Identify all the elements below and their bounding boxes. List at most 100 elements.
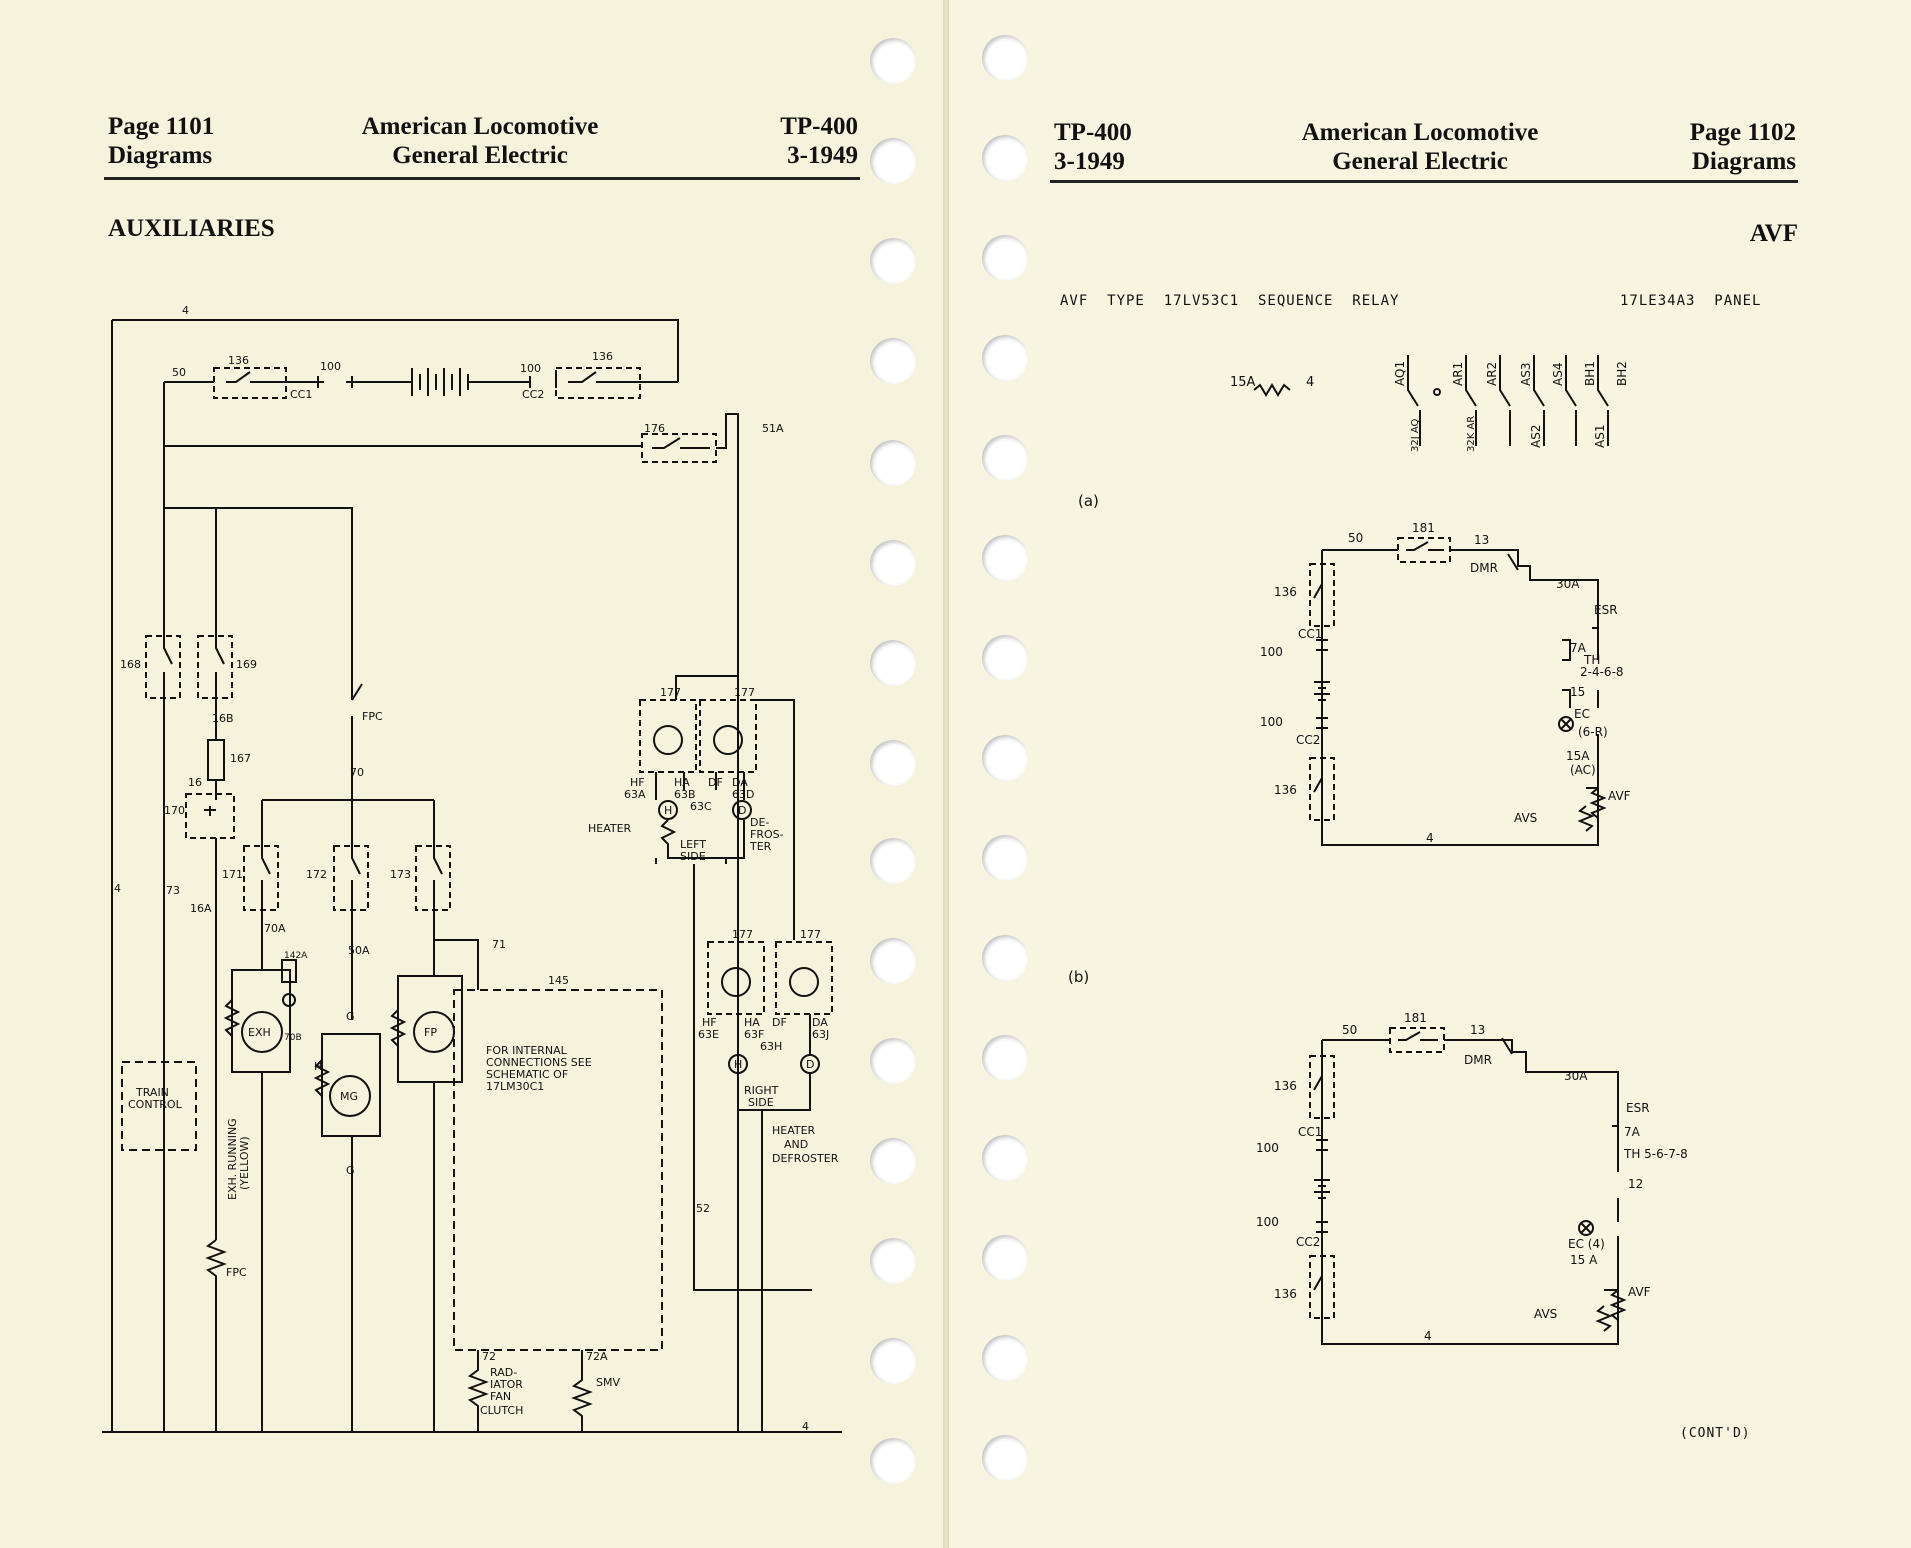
label-wire-100-right: 100 [520, 362, 541, 375]
right-doc-id: TP-400 3-1949 [1054, 118, 1132, 176]
ca-ec: EC [1574, 707, 1590, 721]
label-res-70b: 70B [284, 1033, 302, 1043]
relay-136-box-right [555, 367, 641, 399]
ca-relay-136-bottom: 136 [1274, 783, 1297, 797]
circuit-b-resistor-avs [1595, 1305, 1613, 1332]
binder-hole [870, 1438, 916, 1484]
label-fp: FP [424, 1026, 437, 1039]
wire-heater-feed [675, 675, 738, 700]
ca-wire-30a: 30A [1556, 577, 1580, 591]
lamp-70b [282, 993, 296, 1007]
legend-contact-ar2: AR2 [1485, 362, 1499, 386]
label-fpc-resistor: FPC [226, 1266, 247, 1279]
label-cc1: CC1 [290, 388, 312, 401]
wire-upper-branch [164, 507, 353, 700]
cb-th: TH 5-6-7-8 [1623, 1147, 1688, 1161]
ca-ec-num: (6-R) [1578, 725, 1608, 739]
left-doc-id-line1: TP-400 [780, 113, 858, 140]
circuit-a-contact-7a [1562, 639, 1571, 708]
binder-hole [982, 935, 1028, 981]
label-heater-defroster-2: AND [784, 1138, 808, 1151]
ca-cc1: CC1 [1298, 627, 1322, 641]
cb-dmr: DMR [1464, 1053, 1492, 1067]
binder-hole [870, 740, 916, 786]
right-page-number-line1: Page 1102 [1689, 119, 1796, 146]
legend-contact-as2: AS2 [1529, 425, 1543, 448]
label-wire-71: 71 [492, 938, 506, 951]
label-relay-172: 172 [306, 868, 327, 881]
label-relay-177-3: 177 [732, 928, 753, 941]
relay-177-dial-4 [789, 967, 819, 997]
contact-100-cc1 [317, 376, 353, 388]
binder-hole [870, 938, 916, 984]
cb-relay-136-top: 136 [1274, 1079, 1297, 1093]
label-wire-16a: 16A [190, 902, 212, 915]
left-doc-id: TP-400 3-1949 [740, 112, 858, 170]
auxiliaries-schematic-labels: 4 50 136 100 CC1 100 CC2 136 176 51A 168… [114, 304, 839, 1433]
label-relay-176: 176 [644, 422, 665, 435]
label-wire-16: 16 [188, 776, 202, 789]
left-company-line2: General Electric [392, 142, 568, 169]
battery [402, 368, 478, 396]
label-fpc-switch: FPC [362, 710, 383, 723]
continued-note: (CONT'D) [1680, 1426, 1751, 1441]
binder-hole [982, 135, 1028, 181]
mg-field [313, 1059, 331, 1097]
binder-hole [982, 735, 1028, 781]
legend-contact-32j-aq: 32J AQ [1410, 418, 1421, 452]
label-ha-63f-1: HA [744, 1016, 760, 1029]
cb-relay-181: 181 [1404, 1011, 1427, 1025]
relay-170-box [185, 793, 235, 839]
binder-hole [870, 1238, 916, 1284]
circuit-a-contact-esr [1592, 606, 1599, 640]
left-page-number: Page 1101 Diagrams [108, 112, 214, 170]
circuit-a-relay-136-top-box [1309, 563, 1335, 627]
part-a-label: (a) [1078, 492, 1099, 510]
circuit-a-loop [1321, 549, 1599, 846]
binder-hole [870, 838, 916, 884]
relay-type-subtitle: AVF TYPE 17LV53C1 SEQUENCE RELAY [1060, 293, 1400, 309]
label-exh-running-2: (YELLOW) [238, 1136, 251, 1190]
contact-open-dot [1433, 388, 1441, 396]
label-defroster-1: DE- [750, 816, 769, 829]
label-defroster-2: FROS- [750, 828, 784, 841]
left-page-number-line1: Page 1101 [108, 113, 215, 140]
right-page [947, 0, 1911, 1548]
cb-cc1: CC1 [1298, 1125, 1322, 1139]
legend-contact-bh1: BH1 [1583, 361, 1597, 386]
label-ha-63b-2: 63B [674, 788, 696, 801]
circuit-b-lamp-cross [1580, 1222, 1592, 1234]
label-df-63c-1: DF [708, 776, 723, 789]
label-h-right: H [734, 1058, 742, 1071]
label-heater: HEATER [588, 822, 632, 835]
label-hf-63a-1: HF [630, 776, 645, 789]
label-wire-70a: 70A [264, 922, 286, 935]
label-internal-note-2: CONNECTIONS SEE [486, 1056, 592, 1069]
cb-wire-30a: 30A [1564, 1069, 1588, 1083]
relay-177-dial-2 [713, 725, 743, 755]
defroster-left [732, 800, 752, 820]
binder-hole [982, 1435, 1028, 1481]
circuit-a-contact-136-top [1313, 566, 1323, 624]
ca-ac: (AC) [1570, 763, 1596, 777]
label-h-left: H [664, 804, 672, 817]
cb-wire-100-top: 100 [1256, 1141, 1279, 1155]
binder-hole [982, 835, 1028, 881]
cb-wire-100-bottom: 100 [1256, 1215, 1279, 1229]
mg-motor-circle [329, 1075, 371, 1117]
legend-label-15a: 15A [1230, 375, 1256, 390]
wire-left-side [655, 819, 745, 864]
legend-resistor [1253, 383, 1291, 397]
ca-wire-100-top: 100 [1260, 645, 1283, 659]
label-df-63c-2: 63C [690, 800, 712, 813]
heater-left [658, 800, 678, 820]
label-radiator-2: IATOR [490, 1378, 523, 1391]
binder-hole [982, 35, 1028, 81]
exh-frame [231, 910, 291, 1073]
binder-hole [870, 1038, 916, 1084]
binder-hole [982, 1335, 1028, 1381]
label-right-side-2: SIDE [748, 1096, 774, 1109]
label-relay-173: 173 [390, 868, 411, 881]
label-relay-136-left: 136 [228, 354, 249, 367]
